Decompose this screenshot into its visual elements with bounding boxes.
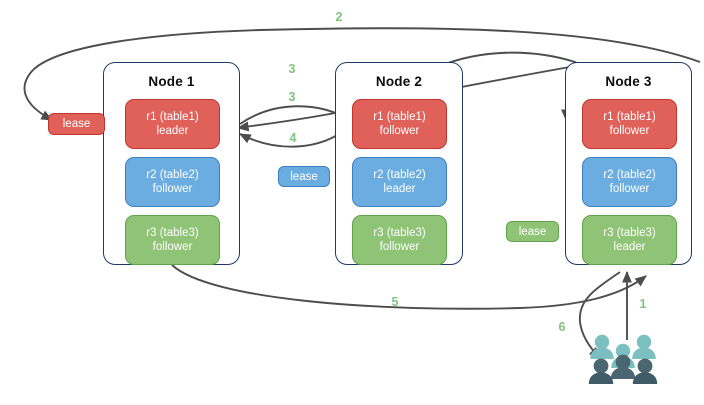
replica-label-line1: r2 (table2) — [373, 168, 426, 181]
replica-label-line2: leader — [156, 125, 189, 137]
node-1-replica-r2[interactable]: r2 (table2) follower — [125, 157, 220, 207]
step-label-2: 2 — [335, 10, 343, 24]
replica-label-line1: r1 (table1) — [373, 110, 426, 123]
replica-label-line1: r1 (table1) — [603, 110, 656, 123]
node-1-box[interactable]: Node 1 r1 (table1) leader r2 (table2) fo… — [103, 62, 240, 265]
node-2-box[interactable]: Node 2 r1 (table1) follower r2 (table2) … — [335, 62, 463, 265]
users-icon — [588, 334, 658, 384]
replica-label-line1: r2 (table2) — [603, 168, 656, 181]
node-1-replica-r3[interactable]: r3 (table3) follower — [125, 215, 220, 265]
node-3-replica-r1[interactable]: r1 (table1) follower — [582, 99, 677, 149]
step-label-3b: 3 — [288, 90, 296, 104]
replica-label-line1: r1 (table1) — [146, 110, 199, 123]
node-3-box[interactable]: Node 3 r1 (table1) follower r2 (table2) … — [565, 62, 692, 265]
lease-badge-table3[interactable]: lease — [506, 221, 559, 242]
step-label-3a: 3 — [288, 62, 296, 76]
lease-badge-table1[interactable]: lease — [48, 113, 105, 135]
step-label-5: 5 — [391, 295, 399, 309]
node-2-replica-r1[interactable]: r1 (table1) follower — [352, 99, 447, 149]
node-3-replica-r2[interactable]: r2 (table2) follower — [582, 157, 677, 207]
step-label-4: 4 — [289, 131, 297, 145]
replica-label-line2: follower — [379, 241, 420, 253]
edge-5-path — [171, 264, 647, 310]
replica-label-line2: follower — [379, 125, 420, 137]
step-label-1: 1 — [639, 297, 647, 311]
node-1-title: Node 1 — [148, 74, 195, 89]
replica-label-line2: follower — [609, 125, 650, 137]
node-2-replica-r2[interactable]: r2 (table2) leader — [352, 157, 447, 207]
edge-3-lower-path — [239, 105, 351, 125]
replica-label-line2: follower — [152, 183, 193, 195]
replica-label-line2: leader — [613, 241, 646, 253]
node-2-title: Node 2 — [375, 74, 423, 89]
node-1-replica-r1[interactable]: r1 (table1) leader — [125, 99, 220, 149]
lease-badge-table2[interactable]: lease — [278, 166, 330, 187]
replica-label-line2: follower — [609, 183, 650, 195]
replica-label-line1: r3 (table3) — [146, 226, 199, 239]
node-3-replica-r3[interactable]: r3 (table3) leader — [582, 215, 677, 265]
replica-label-line2: follower — [152, 241, 193, 253]
node-3-title: Node 3 — [605, 74, 652, 89]
replica-label-line1: r2 (table2) — [146, 168, 199, 181]
node-2-replica-r3[interactable]: r3 (table3) follower — [352, 215, 447, 265]
replica-label-line1: r3 (table3) — [603, 226, 656, 239]
step-label-6: 6 — [558, 320, 566, 334]
replica-label-line1: r3 (table3) — [373, 226, 426, 239]
replica-label-line2: leader — [383, 183, 416, 195]
